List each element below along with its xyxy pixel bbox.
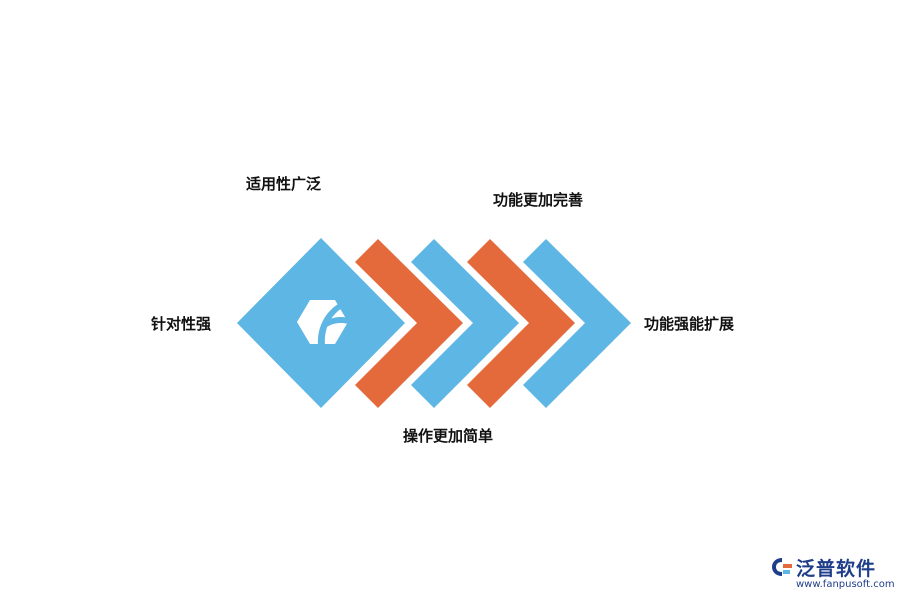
label-targeted: 针对性强 xyxy=(151,315,212,333)
chevron-4-upper xyxy=(523,239,631,323)
fanpu-logo-icon xyxy=(772,558,792,576)
chevron-4 xyxy=(523,239,631,408)
chevron-2-lower xyxy=(411,323,519,408)
chevron-1-lower xyxy=(355,323,463,408)
brand-url: www.fanpusoft.com xyxy=(796,579,895,590)
brand-name: 泛普软件 xyxy=(796,558,877,580)
label-suitability: 适用性广泛 xyxy=(246,175,322,193)
chevron-1 xyxy=(355,239,463,408)
chevron-4-lower xyxy=(523,323,631,408)
hexagon-logo-icon xyxy=(297,300,348,345)
label-features: 功能更加完善 xyxy=(493,191,584,209)
brand-watermark: 泛普软件 www.fanpusoft.com xyxy=(770,552,895,596)
chevron-2-upper xyxy=(411,239,519,323)
label-operation: 操作更加简单 xyxy=(403,427,494,445)
chevron-3-upper xyxy=(467,239,575,323)
chevron-1-upper xyxy=(355,239,463,323)
chevron-2 xyxy=(411,239,519,408)
chevron-3-lower xyxy=(467,323,575,408)
label-extension: 功能强能扩展 xyxy=(644,315,735,333)
chevron-3 xyxy=(467,239,575,408)
